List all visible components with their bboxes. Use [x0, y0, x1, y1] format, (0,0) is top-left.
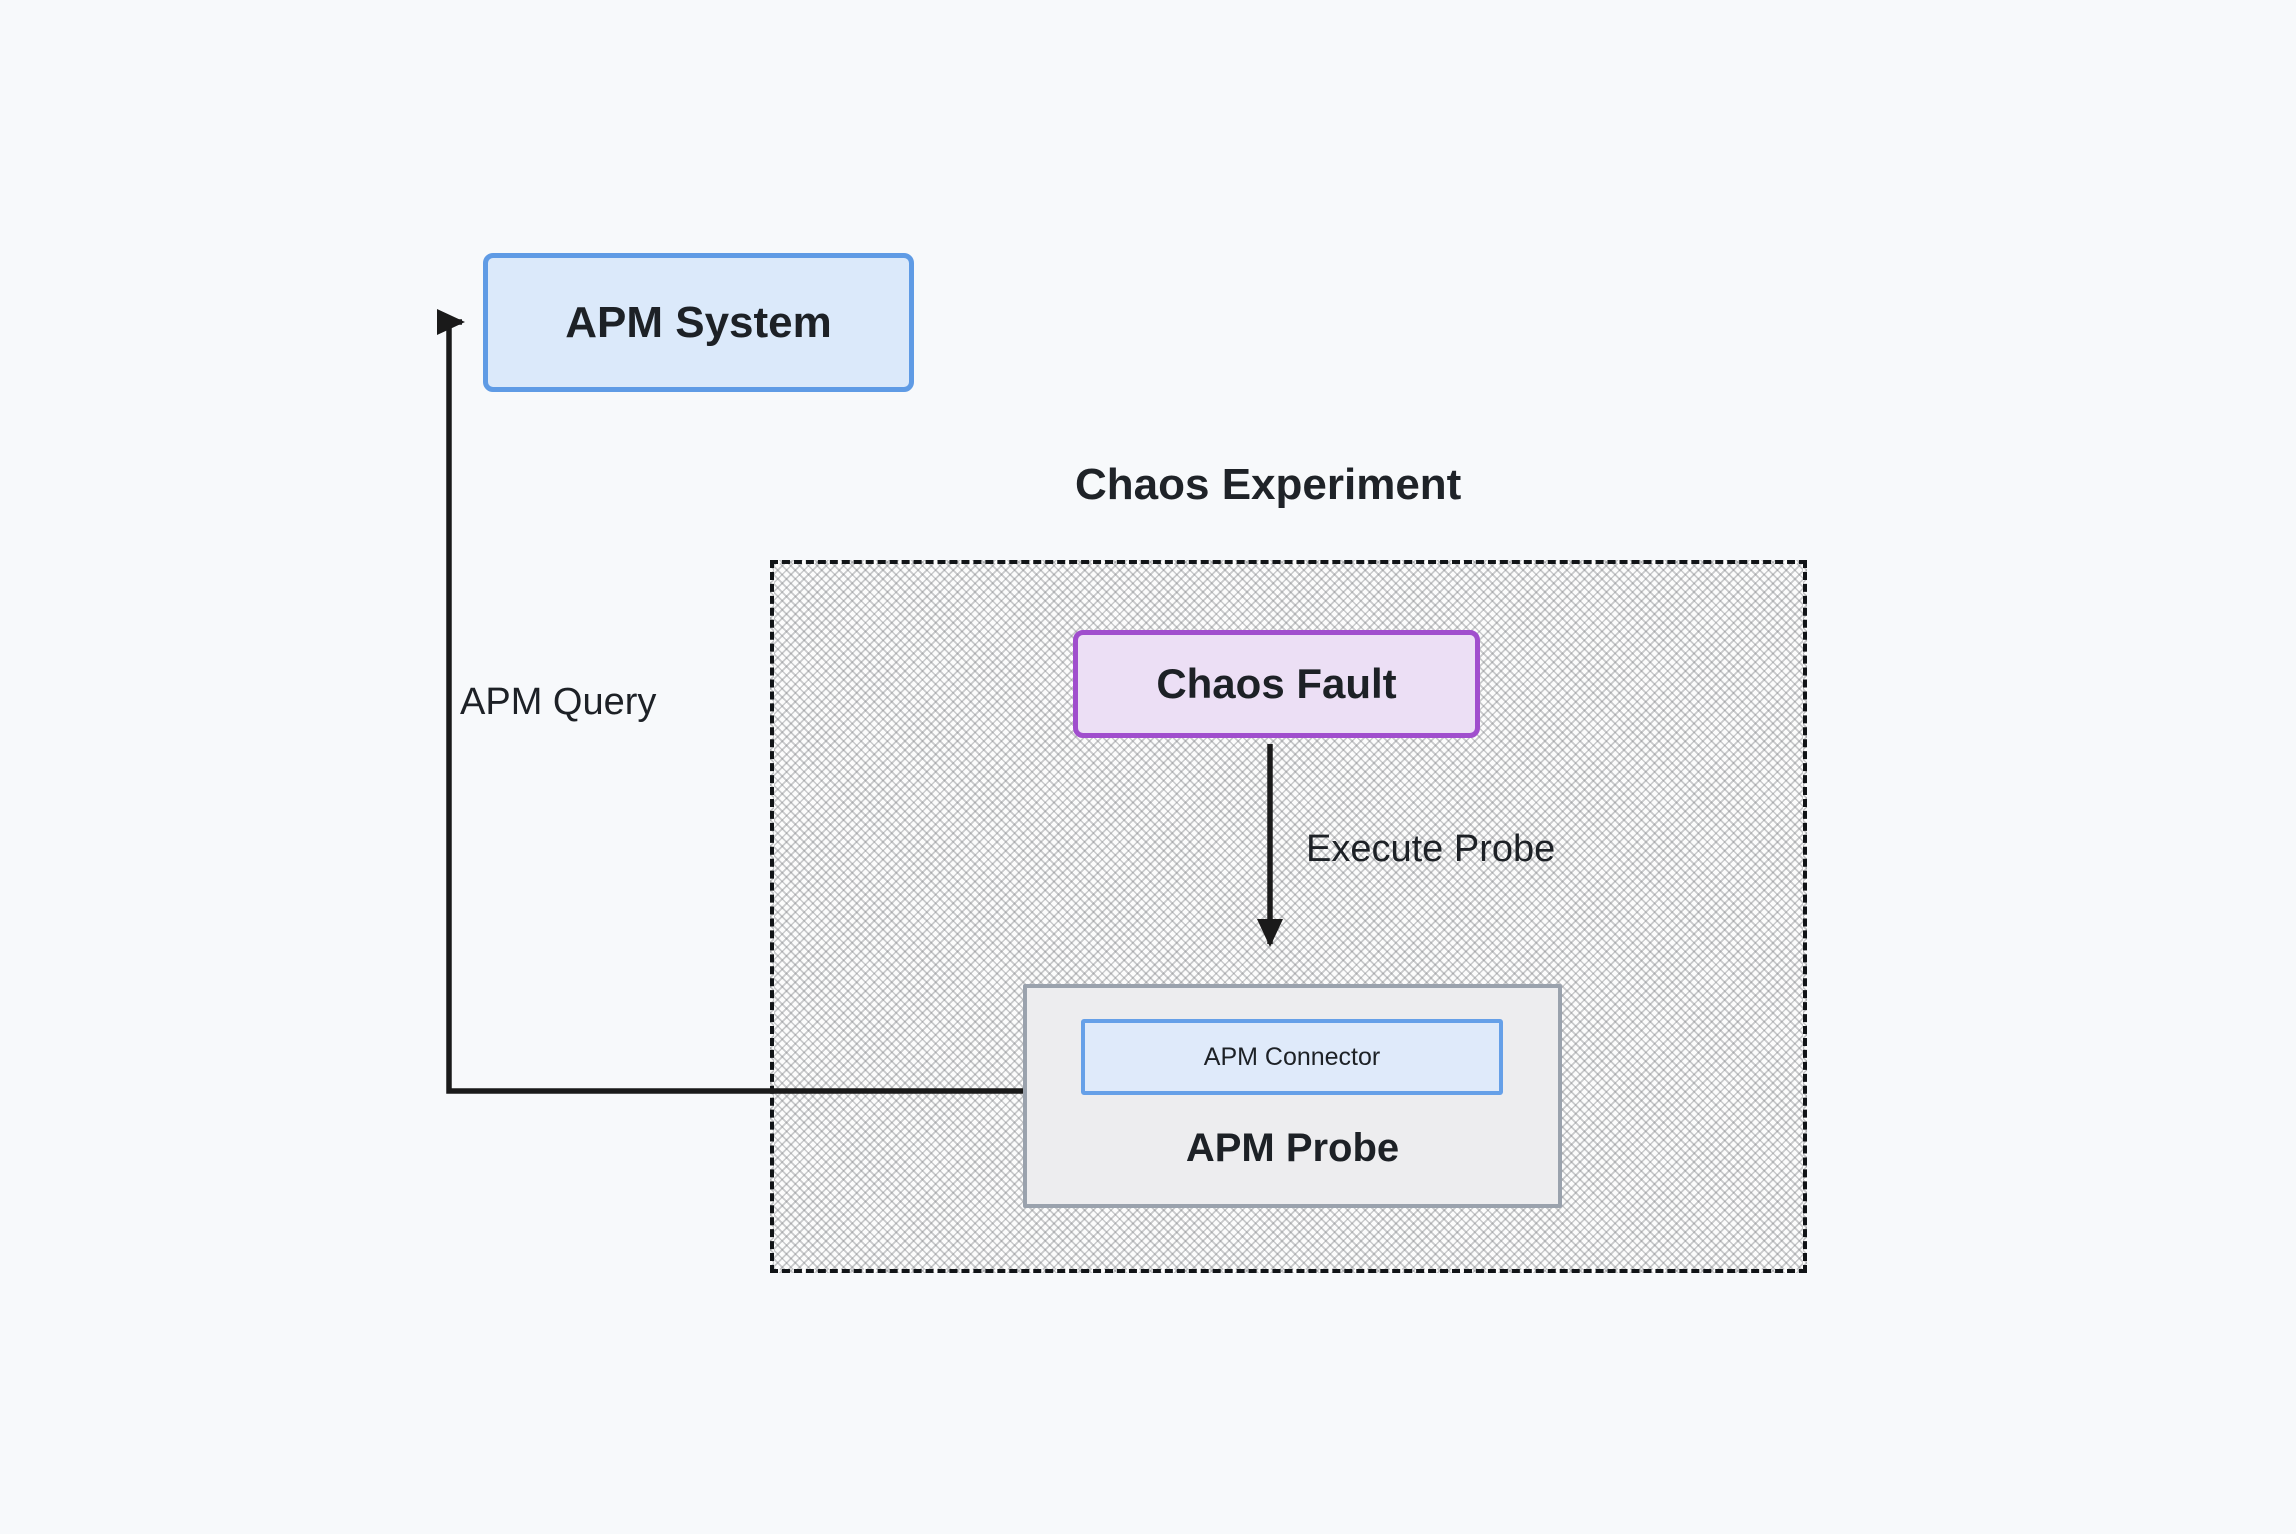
chaos-experiment-title: Chaos Experiment: [1075, 460, 1462, 509]
execute-probe-edge-label: Execute Probe: [1306, 828, 1556, 870]
apm-query-edge-label: APM Query: [460, 681, 657, 723]
chaos-fault-label: Chaos Fault: [1156, 660, 1397, 707]
apm-connector-node: APM Connector: [1081, 1019, 1503, 1095]
apm-system-node: APM System: [483, 253, 914, 392]
apm-system-label: APM System: [565, 297, 832, 347]
apm-probe-node: APM Connector APM Probe: [1023, 984, 1562, 1208]
chaos-fault-node: Chaos Fault: [1073, 630, 1480, 738]
apm-connector-label: APM Connector: [1203, 1042, 1381, 1071]
apm-probe-label: APM Probe: [1185, 1126, 1400, 1170]
